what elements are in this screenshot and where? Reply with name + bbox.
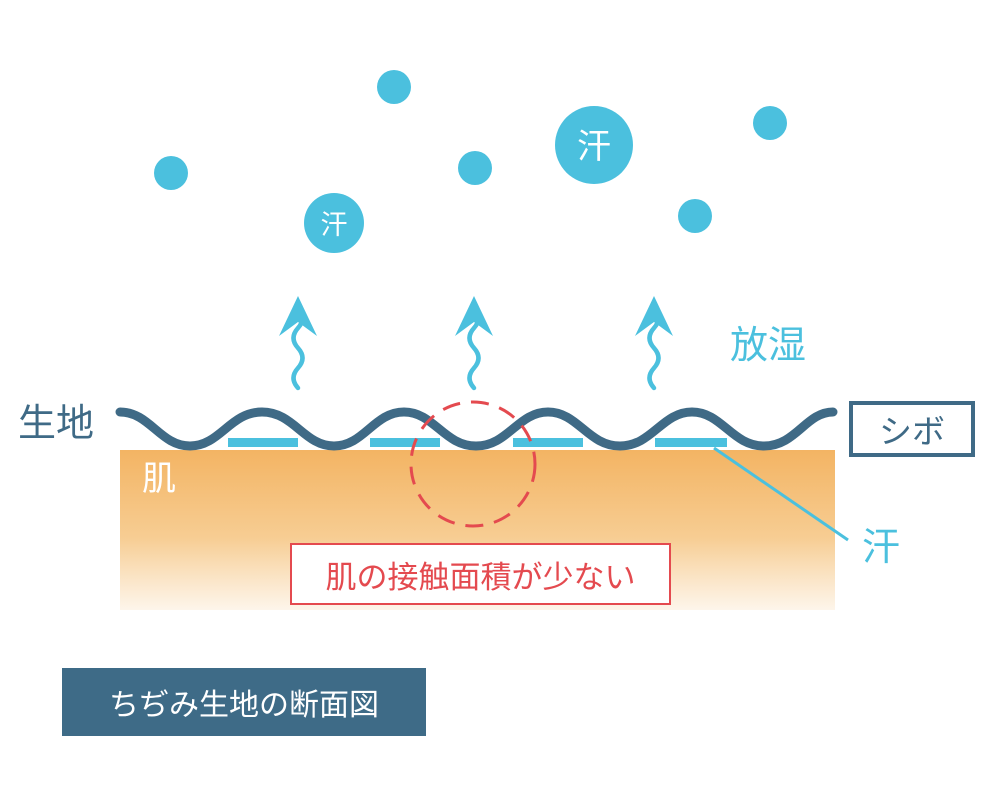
droplet: [753, 106, 787, 140]
shibo-label: シボ: [879, 412, 945, 451]
caption-box: ちぢみ生地の断面図: [62, 668, 426, 736]
small-droplet-label: 汗: [321, 210, 348, 241]
contact-note: 肌の接触面積が少ない: [325, 559, 636, 596]
sweat-label: 汗: [862, 525, 901, 569]
large-droplet-label: 汗: [577, 127, 611, 167]
contact-highlight-circle: [409, 400, 537, 528]
moisture-arrows: [279, 296, 673, 391]
droplet: [154, 156, 188, 190]
droplet: [458, 151, 492, 185]
sweat-segments: [228, 438, 727, 447]
wavy-arrow-icon: [635, 296, 673, 391]
small-sweat-droplet: [304, 193, 364, 253]
fabric-label: 生地: [18, 401, 95, 445]
fabric-wave: [115, 407, 838, 451]
sweat-segment: [655, 438, 727, 447]
contact-note-box: 肌の接触面積が少ない: [290, 543, 671, 605]
sweat-segment: [228, 438, 298, 447]
large-sweat-droplet: [555, 106, 633, 184]
moisture-release-label: 放湿: [730, 323, 807, 367]
sweat-segment: [513, 438, 583, 447]
sweat-droplets: 汗 汗: [154, 70, 787, 253]
sweat-leader-line: [713, 446, 849, 542]
droplet: [678, 199, 712, 233]
droplet: [377, 70, 411, 104]
sweat-segment: [370, 438, 440, 447]
caption-text: ちぢみ生地の断面図: [109, 688, 379, 723]
wavy-arrow-icon: [455, 296, 493, 391]
skin-label: 肌: [142, 459, 176, 499]
wavy-arrow-icon: [279, 296, 317, 391]
shibo-label-box: シボ: [849, 401, 975, 457]
